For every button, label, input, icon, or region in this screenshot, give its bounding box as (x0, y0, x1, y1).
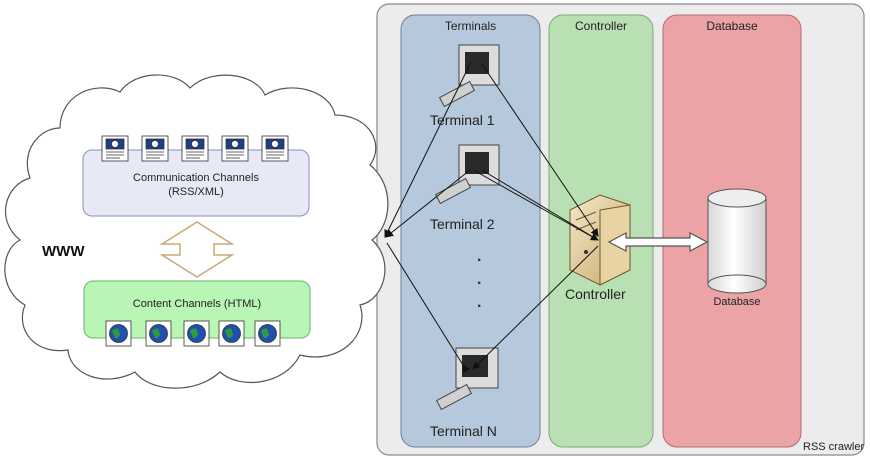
channels-exchange-arrow (159, 221, 235, 278)
connection-lines (384, 61, 599, 374)
computer-icon-terminal-1 (438, 44, 500, 108)
controller-database-arrow (607, 232, 709, 252)
terminal-label-2: Terminal 2 (430, 216, 495, 232)
database-panel-title: Database (706, 19, 758, 33)
terminal-ellipsis-dot-1: · (477, 252, 483, 269)
terminals-panel-title: Terminals (444, 19, 497, 33)
terminal-label-1: Terminal 1 (430, 112, 495, 128)
controller-panel-title: Controller (574, 19, 628, 33)
communication-channels-subtitle: (RSS/XML) (168, 186, 224, 198)
database-label: Database (713, 296, 761, 308)
terminals-panel (400, 14, 541, 448)
database-cylinder-icon (707, 188, 767, 294)
terminal-ellipsis-dot-3: · (477, 298, 483, 315)
globe-doc-icons (105, 320, 281, 347)
controller-label: Controller (565, 286, 626, 302)
rss-crawler-label: RSS crawler (803, 441, 865, 453)
terminal-ellipsis-dot-2: · (477, 275, 483, 292)
communication-channels-title: Communication Channels (133, 172, 259, 184)
www-label: WWW (42, 243, 85, 260)
terminal-label-n: Terminal N (430, 423, 497, 439)
content-channels-title: Content Channels (HTML) (132, 298, 262, 310)
computer-icon-terminal-2 (434, 144, 500, 205)
rss-doc-icons (101, 135, 289, 162)
